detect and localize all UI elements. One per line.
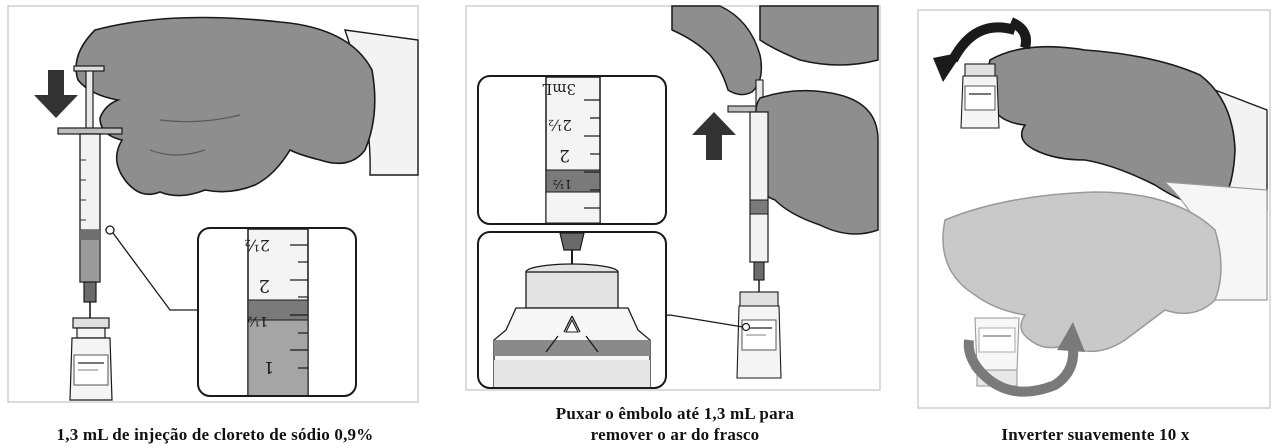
vial-upper — [960, 63, 1000, 129]
rotate-arrow-gray-icon — [971, 347, 1079, 397]
rotate-arrow-icon — [948, 22, 1017, 63]
step-1-caption: 1,3 mL de injeção de cloreto de sódio 0,… — [56, 425, 374, 444]
glove-hand — [75, 16, 376, 197]
arrow-up-icon — [692, 112, 736, 160]
step-2-caption: Puxar o êmbolo até 1,3 mL para remover o… — [555, 404, 795, 444]
scale-label-1: 1 — [264, 358, 274, 377]
scale-label-2: 2 — [259, 275, 270, 296]
scale-label-1-5: 1½ — [247, 313, 268, 328]
syringe-barrel — [749, 111, 769, 263]
step-1-panel: 2½ 2 1½ 1 1,3 mL de injeção de cloreto d… — [0, 0, 430, 448]
step-3-caption: Inverter suavemente 10 x — [1001, 425, 1190, 444]
glove-hand-lower — [942, 191, 1222, 353]
scale-label-3ml: 3mL — [542, 80, 576, 98]
step-3-illustration — [917, 9, 1271, 409]
step-3-panel: Inverter suavemente 10 x — [915, 0, 1276, 448]
vial — [736, 291, 782, 379]
arrow-down-icon — [34, 70, 78, 118]
vial — [69, 317, 113, 401]
scale-label-2: 2 — [559, 145, 570, 165]
glove-hand-side — [753, 89, 879, 235]
scale-label-2-5: 2½ — [548, 116, 572, 134]
step-2-panel: 3mL 2½ 2 1½ Puxar o êmbolo até 1,3 mL pa… — [460, 0, 890, 448]
syringe-flange — [57, 127, 123, 135]
panel-frame — [7, 5, 419, 403]
glove-hand-upper — [986, 45, 1236, 211]
glove-hand-top — [671, 5, 763, 96]
vial-lower — [974, 317, 1020, 387]
step-2-illustration: 3mL 2½ 2 1½ — [465, 5, 881, 391]
panel-frame — [917, 9, 1271, 409]
scale-label-2-5: 2½ — [244, 236, 270, 255]
scale-label-1-5: 1½ — [553, 177, 572, 191]
step-1-illustration: 2½ 2 1½ 1 — [7, 5, 419, 403]
